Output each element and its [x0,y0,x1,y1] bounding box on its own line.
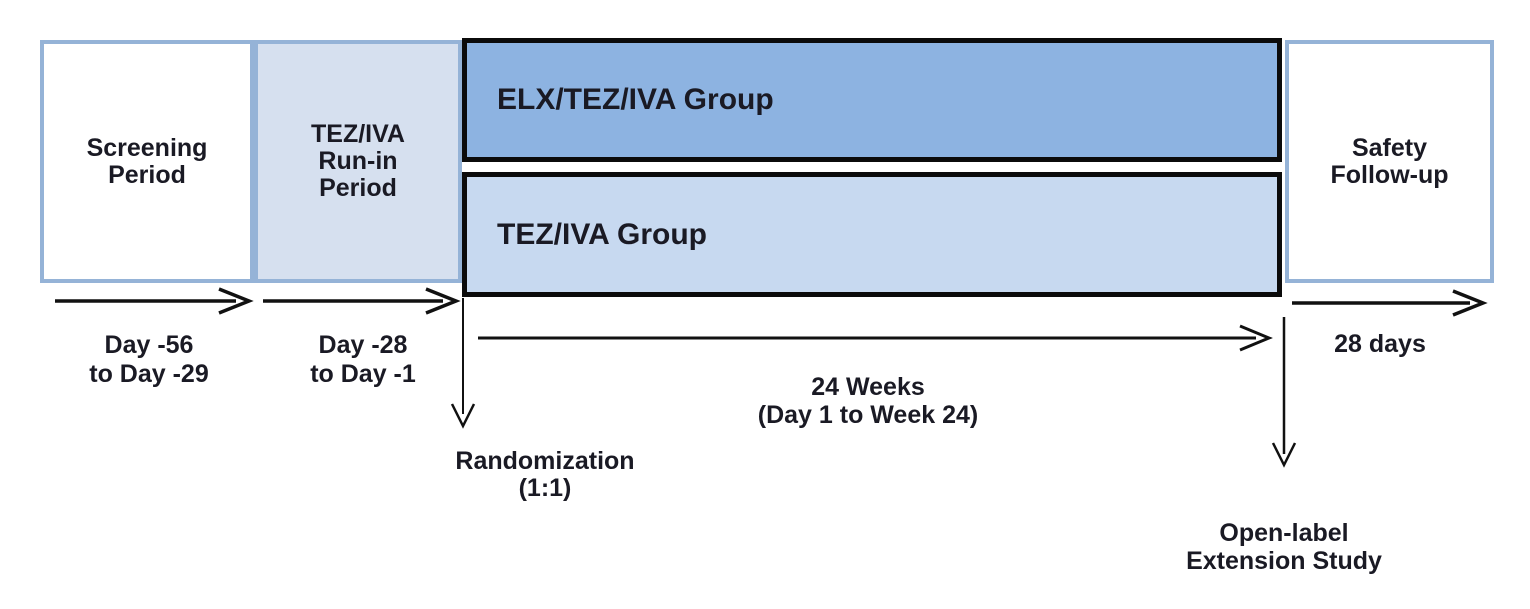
screening-duration-label: Day -56 to Day -29 [49,331,249,389]
runin-period-label: TEZ/IVA Run-in Period [311,121,405,202]
screening-duration-line1: Day -56 [104,331,194,359]
screening-arrow-right-icon [55,287,254,315]
treatment-duration-line1: 24 Weeks [811,373,925,401]
elx-tez-iva-group-box: ELX/TEZ/IVA Group [462,38,1282,162]
tez-iva-group-label: TEZ/IVA Group [497,217,707,251]
treatment-arrow-right-icon [478,324,1273,352]
runin-duration-line1: Day -28 [318,331,408,359]
tez-iva-group-box: TEZ/IVA Group [462,172,1282,297]
screening-period-line1: Screening [86,133,208,162]
followup-arrow-right-icon [1292,289,1488,317]
screening-period-box: Screening Period [40,40,254,283]
runin-arrow-right-icon [263,287,461,315]
followup-duration-line1: 28 days [1334,330,1426,358]
safety-followup-line2: Follow-up [1330,160,1449,189]
runin-period-box: TEZ/IVA Run-in Period [254,40,462,283]
safety-followup-label: Safety Follow-up [1330,133,1449,189]
runin-period-line1: TEZ/IVA [311,120,405,148]
elx-tez-iva-group-label: ELX/TEZ/IVA Group [497,83,774,116]
screening-period-line2: Period [108,160,186,189]
randomization-line1: Randomization [455,447,635,475]
treatment-duration-line2: (Day 1 to Week 24) [757,401,979,429]
runin-period-line2: Run-in [318,147,398,175]
treatment-duration-label: 24 Weeks (Day 1 to Week 24) [668,373,1068,429]
extension-line2: Extension Study [1186,547,1382,575]
randomization-line2: (1:1) [518,474,572,502]
runin-duration-line2: to Day -1 [310,360,416,388]
runin-period-line3: Period [319,174,397,202]
screening-duration-line2: to Day -29 [89,360,209,388]
followup-duration-label: 28 days [1280,330,1480,359]
safety-followup-box: Safety Follow-up [1285,40,1494,283]
open-label-extension-label: Open-label Extension Study [1134,519,1434,575]
safety-followup-line1: Safety [1351,133,1428,162]
extension-line1: Open-label [1219,519,1349,547]
screening-period-label: Screening Period [86,133,208,189]
randomization-label: Randomization (1:1) [445,448,645,502]
runin-duration-label: Day -28 to Day -1 [263,331,463,389]
